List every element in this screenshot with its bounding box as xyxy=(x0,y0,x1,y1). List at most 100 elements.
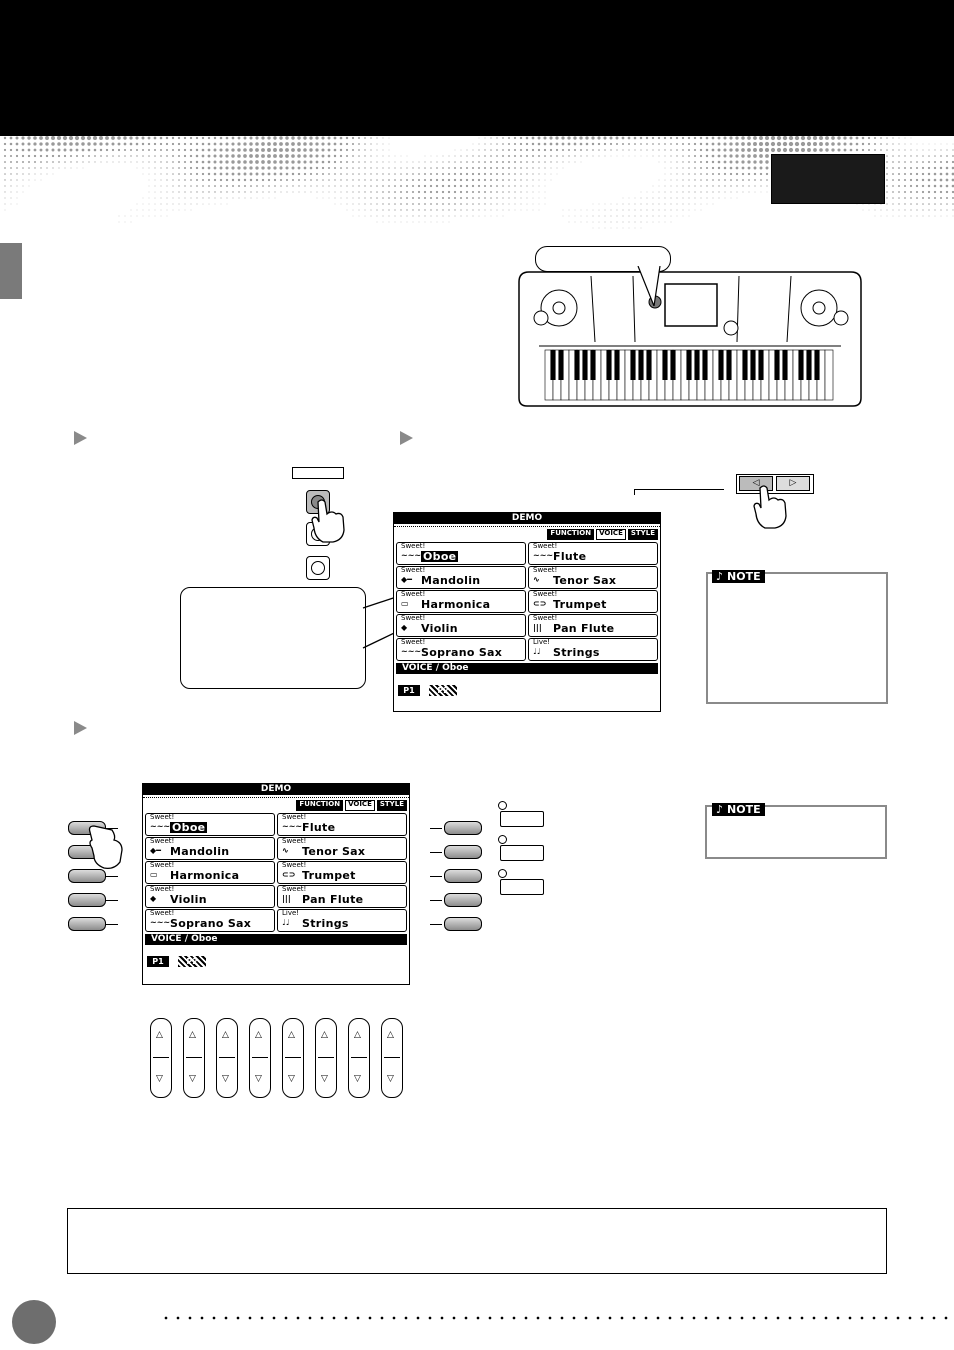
voice-cell[interactable]: Sweet!~~~Flute xyxy=(528,542,658,565)
down-arrow-icon: ▽ xyxy=(321,1074,328,1084)
voice-cell[interactable]: Sweet!~~~Soprano Sax xyxy=(145,909,275,932)
rocker-divider xyxy=(285,1057,301,1058)
page-number-circle xyxy=(12,1300,56,1344)
panel-button[interactable] xyxy=(500,879,544,895)
instrument-icon: ~~~ xyxy=(150,822,171,831)
up-down-rocker-button[interactable]: △▽ xyxy=(315,1018,337,1098)
voice-cell[interactable]: Sweet!◆Violin xyxy=(145,885,275,908)
voice-category: Live! xyxy=(533,638,551,646)
voice-cell[interactable]: Sweet!|||Pan Flute xyxy=(277,885,407,908)
page-button-leader xyxy=(634,489,724,490)
up-arrow-icon: △ xyxy=(255,1030,262,1040)
button-stem xyxy=(430,852,442,853)
tab-function[interactable]: FUNCTION xyxy=(547,529,595,540)
up-down-rocker-button[interactable]: △▽ xyxy=(381,1018,403,1098)
voice-cell[interactable]: Sweet!◆━Mandolin xyxy=(396,566,526,589)
black-key xyxy=(590,350,596,380)
lcd-button-right[interactable] xyxy=(444,917,482,931)
voice-name: Violin xyxy=(421,622,458,635)
lcd-button-right[interactable] xyxy=(444,893,482,907)
up-down-rocker-button[interactable]: △▽ xyxy=(249,1018,271,1098)
black-key xyxy=(750,350,756,380)
note-icon-2: ♪ xyxy=(712,803,728,816)
tab-style[interactable]: STYLE xyxy=(627,529,658,540)
voice-cell[interactable]: Sweet!~~~Oboe xyxy=(396,542,526,565)
voice-name: Tenor Sax xyxy=(302,845,366,858)
voice-cell[interactable]: Sweet!~~~Oboe xyxy=(145,813,275,836)
page-tab-1-main[interactable]: P1 xyxy=(147,956,169,967)
voice-cell[interactable]: Sweet!|||Pan Flute xyxy=(528,614,658,637)
side-section-tab xyxy=(0,243,22,299)
black-key xyxy=(742,350,748,380)
up-down-rocker-button[interactable]: △▽ xyxy=(183,1018,205,1098)
voice-cell[interactable]: Live!♩♩Strings xyxy=(528,638,658,661)
voice-category: Live! xyxy=(282,909,300,917)
lcd-button-right[interactable] xyxy=(444,845,482,859)
lcd-button-right[interactable] xyxy=(444,821,482,835)
black-key xyxy=(606,350,612,380)
rocker-divider xyxy=(351,1057,367,1058)
keyboard-illustration xyxy=(515,246,865,408)
halftone-dot-band xyxy=(0,136,954,240)
page-tab-2[interactable]: P2 xyxy=(429,685,458,696)
voice-cell[interactable]: Sweet!▭Harmonica xyxy=(145,861,275,884)
panel-button[interactable] xyxy=(500,845,544,861)
voice-cell[interactable]: Live!♩♩Strings xyxy=(277,909,407,932)
up-down-rocker-button[interactable]: △▽ xyxy=(150,1018,172,1098)
pointing-hand-icon-3 xyxy=(88,825,123,870)
down-arrow-icon: ▽ xyxy=(288,1074,295,1084)
panel-button-lower[interactable] xyxy=(306,556,330,580)
lcd-button-left[interactable] xyxy=(68,893,106,907)
tab-voice-main[interactable]: VOICE xyxy=(345,800,375,811)
instrument-icon: ∿ xyxy=(533,575,540,584)
instrument-icon: ||| xyxy=(533,623,542,632)
voice-cell[interactable]: Sweet!▭Harmonica xyxy=(396,590,526,613)
voice-name: Oboe xyxy=(170,821,208,834)
black-key xyxy=(550,350,556,380)
instrument-icon: ♩♩ xyxy=(533,647,541,656)
voice-cell[interactable]: Sweet!⊂⊃Trumpet xyxy=(277,861,407,884)
chapter-tab xyxy=(771,154,885,204)
lcd-button-right[interactable] xyxy=(444,869,482,883)
header-band xyxy=(0,0,954,136)
pointing-hand-icon-2 xyxy=(753,485,787,529)
voice-cell[interactable]: Sweet!◆━Mandolin xyxy=(145,837,275,860)
voice-cell[interactable]: Sweet!~~~Soprano Sax xyxy=(396,638,526,661)
up-down-rocker-button[interactable]: △▽ xyxy=(282,1018,304,1098)
black-key xyxy=(582,350,588,380)
down-arrow-icon: ▽ xyxy=(387,1074,394,1084)
led-indicator xyxy=(498,869,507,878)
page-tab-1[interactable]: P1 xyxy=(398,685,420,696)
voice-category: Sweet! xyxy=(401,566,426,574)
tab-voice[interactable]: VOICE xyxy=(596,529,626,540)
black-key xyxy=(798,350,804,380)
tab-function-main[interactable]: FUNCTION xyxy=(296,800,344,811)
voice-cell[interactable]: Sweet!∿Tenor Sax xyxy=(277,837,407,860)
button-stem xyxy=(430,900,442,901)
up-down-rocker-button[interactable]: △▽ xyxy=(348,1018,370,1098)
voice-cell[interactable]: Sweet!~~~Flute xyxy=(277,813,407,836)
instrument-icon: ~~~ xyxy=(401,551,422,560)
voice-cell[interactable]: Sweet!◆Violin xyxy=(396,614,526,637)
voice-cell[interactable]: Sweet!⊂⊃Trumpet xyxy=(528,590,658,613)
down-arrow-icon: ▽ xyxy=(255,1074,262,1084)
panel-button[interactable] xyxy=(500,811,544,827)
panel-button-label-plate xyxy=(292,467,344,479)
page-right-button[interactable]: ▷ xyxy=(776,476,810,491)
black-key xyxy=(638,350,644,380)
callout-pointer xyxy=(637,266,661,306)
tab-style-main[interactable]: STYLE xyxy=(376,800,407,811)
up-arrow-icon: △ xyxy=(222,1030,229,1040)
page-tab-2-main[interactable]: P2 xyxy=(178,956,207,967)
up-arrow-icon: △ xyxy=(156,1030,163,1040)
up-down-rocker-button[interactable]: △▽ xyxy=(216,1018,238,1098)
lcd-button-left[interactable] xyxy=(68,917,106,931)
black-key xyxy=(774,350,780,380)
voice-category: Sweet! xyxy=(401,614,426,622)
down-arrow-icon: ▽ xyxy=(354,1074,361,1084)
voice-cell[interactable]: Sweet!∿Tenor Sax xyxy=(528,566,658,589)
voice-name: Trumpet xyxy=(553,598,607,611)
black-key xyxy=(558,350,564,380)
lcd-button-left[interactable] xyxy=(68,869,106,883)
